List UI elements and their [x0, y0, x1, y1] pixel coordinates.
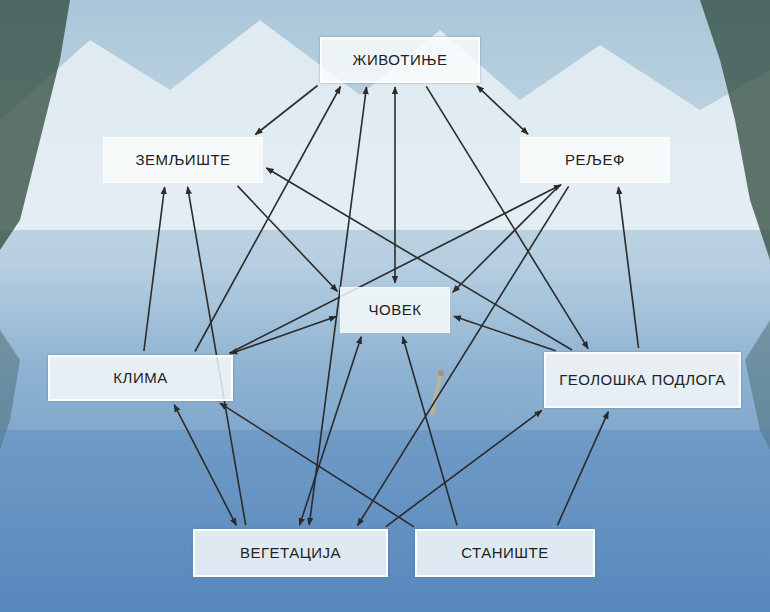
concept-label: ЧОВЕК	[369, 301, 422, 319]
relation-arrow	[394, 87, 396, 283]
concept-box: ГЕОЛОШКА ПОДЛОГА	[544, 352, 741, 408]
relation-arrow	[477, 86, 528, 134]
concept-box: РЕЉЕФ	[520, 137, 670, 183]
relation-arrow	[618, 187, 638, 348]
relation-arrow	[403, 337, 457, 525]
relation-arrow	[453, 186, 559, 292]
relation-arrow	[220, 403, 414, 527]
concept-box: КЛИМА	[48, 355, 233, 401]
relation-arrow	[266, 168, 572, 350]
concept-box: ЖИВОТИЊЕ	[320, 37, 480, 83]
concept-label: СТАНИШТЕ	[461, 544, 549, 562]
relation-arrow	[195, 87, 341, 352]
concept-label: КЛИМА	[113, 369, 167, 387]
concept-label: ГЕОЛОШКА ПОДЛОГА	[559, 371, 726, 389]
relation-arrow	[238, 186, 338, 291]
relation-arrow	[174, 405, 236, 526]
concept-box: СТАНИШТЕ	[415, 529, 595, 577]
concept-box: ВЕГЕТАЦИЈА	[193, 529, 388, 577]
relation-arrow	[144, 187, 165, 351]
concept-label: РЕЉЕФ	[565, 151, 625, 169]
concept-label: ВЕГЕТАЦИЈА	[240, 544, 341, 562]
relation-arrow	[300, 337, 362, 525]
relation-arrow	[426, 86, 588, 348]
relation-arrow	[229, 185, 561, 353]
relation-arrow	[358, 186, 569, 525]
concept-box: ЗЕМЉИШТЕ	[103, 137, 263, 183]
relation-arrow	[386, 410, 542, 526]
concept-label: ЖИВОТИЊЕ	[353, 51, 448, 69]
relation-arrow	[255, 86, 317, 135]
relation-arrow	[557, 412, 608, 526]
concept-label: ЗЕМЉИШТЕ	[135, 151, 230, 169]
relation-arrow	[230, 317, 336, 354]
concept-box: ЧОВЕК	[340, 287, 450, 333]
